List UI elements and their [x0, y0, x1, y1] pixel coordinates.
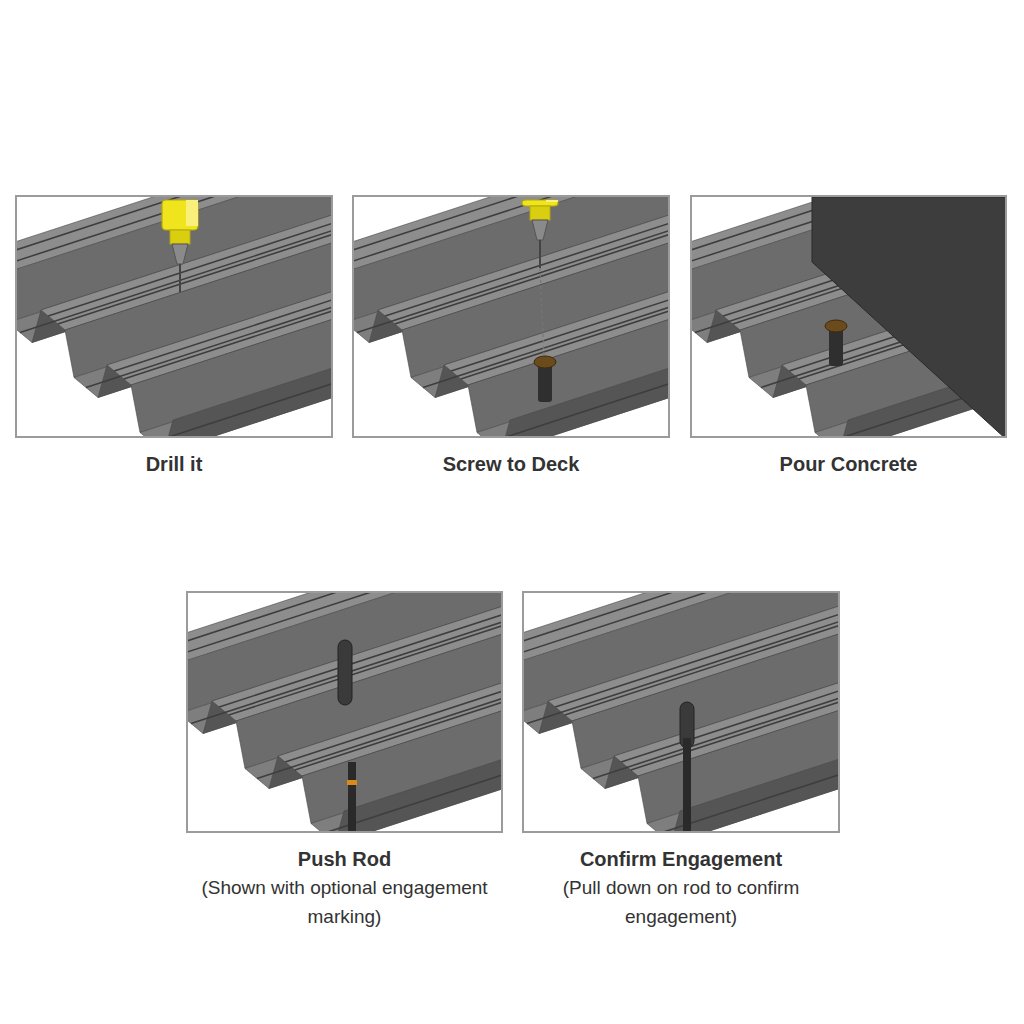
- deck-rib: [659, 722, 838, 831]
- step-note: (Shown with optional engagement marking): [186, 874, 503, 931]
- step-caption: Drill it: [15, 450, 333, 479]
- deck-rib: [323, 722, 501, 831]
- deck-rib: [631, 658, 838, 770]
- panel-frame: [186, 591, 503, 833]
- threaded-rod: [348, 762, 356, 831]
- step-panel: Drill it: [15, 195, 333, 479]
- panel-illustration: [17, 197, 331, 436]
- step-note: (Pull down on rod to confirm engagement): [522, 874, 840, 931]
- step-caption: Pour Concrete: [690, 450, 1007, 479]
- step-caption: Screw to Deck: [352, 450, 670, 479]
- deck-rib: [451, 259, 668, 371]
- deck-rib: [257, 667, 501, 779]
- deck-rib: [524, 593, 838, 660]
- deck-rib: [621, 650, 838, 762]
- deck-rib: [385, 204, 668, 316]
- drill: [162, 200, 198, 292]
- deck-rib: [295, 658, 501, 770]
- deck-rib: [395, 212, 668, 324]
- threaded-rod: [683, 738, 691, 831]
- step-panel: Confirm Engagement(Pull down on rod to c…: [522, 591, 840, 931]
- deck-rib: [461, 267, 668, 379]
- panel-illustration: [692, 197, 1005, 436]
- deck-rib: [219, 595, 501, 707]
- deck-rib: [354, 197, 668, 269]
- deck-rib: [152, 331, 331, 436]
- deck-rib: [285, 650, 501, 762]
- step-panel: Pour Concrete: [690, 195, 1007, 479]
- deck-rib: [17, 197, 331, 269]
- hanger-body: [338, 640, 352, 705]
- screw-path: [540, 268, 544, 356]
- deck-rib: [489, 331, 668, 436]
- deck-rib: [555, 595, 838, 707]
- deck-rib: [229, 603, 501, 715]
- fastener: [534, 356, 556, 402]
- panel-frame: [522, 591, 840, 833]
- concrete-pour: [812, 197, 1005, 436]
- fastener: [825, 320, 847, 366]
- deck-rib: [124, 267, 331, 379]
- engagement-marking: [347, 780, 357, 785]
- step-panel: Push Rod(Shown with optional engagement …: [186, 591, 503, 931]
- step-caption: Push Rod: [186, 845, 503, 874]
- deck-rib: [565, 603, 838, 715]
- panel-illustration: [354, 197, 668, 436]
- step-panel: Screw to Deck: [352, 195, 670, 479]
- step-caption: Confirm Engagement: [522, 845, 840, 874]
- deck-rib: [86, 276, 331, 388]
- drill: [522, 200, 558, 268]
- deck-rib: [593, 667, 838, 779]
- panel-frame: [15, 195, 333, 438]
- panel-frame: [690, 195, 1007, 438]
- panel-illustration: [524, 593, 838, 831]
- panel-illustration: [188, 593, 501, 831]
- panel-frame: [352, 195, 670, 438]
- deck-rib: [114, 259, 331, 371]
